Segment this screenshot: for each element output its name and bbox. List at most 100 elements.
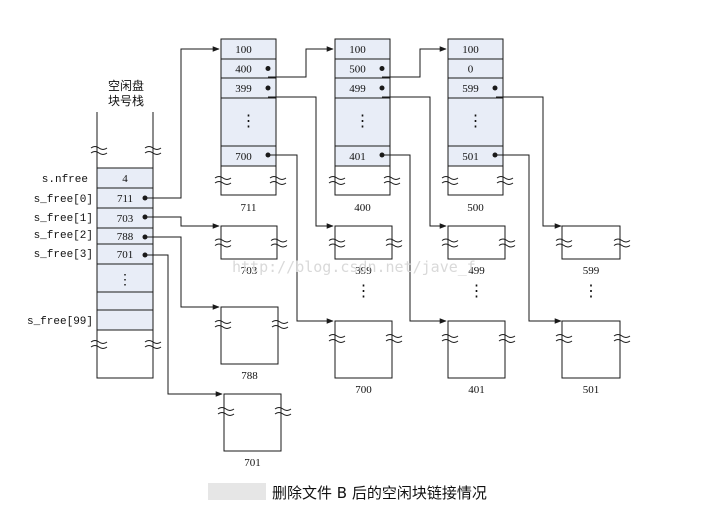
break-mark: [328, 238, 346, 248]
free-block-box: [220, 225, 278, 260]
stack-value-nfree: 4: [122, 173, 128, 185]
index-block-bottom: [334, 166, 391, 196]
entry-pointer-dot: [265, 66, 271, 71]
free-block-box: [334, 225, 393, 260]
connectors: [145, 46, 562, 397]
free-block-label: 700: [355, 384, 372, 396]
break-mark: [441, 334, 459, 343]
free-block-box: [561, 225, 621, 260]
break-mark: [328, 176, 346, 185]
break-mark: [270, 238, 288, 248]
chain-continuation-dots: ⋮: [356, 283, 372, 300]
free-block: 499⋮: [441, 225, 516, 300]
stack-top-break: [90, 146, 162, 155]
index-cell-value: 399: [235, 83, 252, 95]
index-block-bottom: [447, 166, 504, 196]
stack-title-line1: 空闲盘: [108, 78, 144, 93]
index-block-label: 711: [240, 202, 256, 214]
index-cell-value: 0: [468, 64, 474, 76]
index-cell-value: ⋮: [241, 113, 257, 130]
break-mark: [613, 334, 631, 343]
free-block: 703: [214, 225, 288, 277]
free-block: 501: [555, 320, 631, 396]
arrow-703: [145, 216, 220, 229]
free-block-label: 401: [468, 384, 485, 396]
free-block-stack: 空闲盘 块号栈 s.nfree s_free[0] s_free[1] s_fr…: [27, 78, 162, 379]
break-mark: [441, 238, 459, 248]
stack-top-outline: [96, 112, 154, 168]
break-mark: [383, 176, 401, 185]
free-block: 788: [214, 306, 289, 382]
free-block-label: 701: [244, 457, 261, 469]
index-cell-value: 501: [462, 151, 479, 163]
break-mark: [214, 176, 232, 185]
stack-value-free2: 788: [117, 231, 134, 243]
free-block-label: 788: [241, 370, 258, 382]
chain-continuation-dots: ⋮: [583, 283, 599, 300]
free-block-box: [223, 393, 282, 452]
free-block-label: 599: [583, 265, 600, 277]
watermark: http://blog.csdn.net/jave_f: [232, 258, 476, 276]
stack-cell-gap: [96, 291, 154, 311]
index-cell-value: 500: [349, 64, 366, 76]
free-data-blocks: 703 788 701 399 ⋮ 499⋮ 599 ⋮ 700 401 501: [214, 225, 631, 469]
index-blocks: 100400399⋮700711100500499⋮4014001000599⋮…: [214, 38, 514, 214]
caption: 删除文件 B 后的空闲块链接情况: [272, 484, 487, 502]
free-block-label: 703: [241, 265, 258, 277]
free-block: 599 ⋮: [555, 225, 631, 300]
stack-cell-dots: [96, 263, 154, 293]
index-cell: [447, 145, 504, 167]
index-cell-value: ⋮: [355, 113, 371, 130]
stack-value-free1: 703: [117, 213, 134, 225]
free-block-box: [220, 306, 279, 365]
entry-pointer-dot: [265, 85, 271, 91]
index-cell-value: 401: [349, 151, 366, 163]
break-mark: [214, 320, 232, 329]
free-block-label: 501: [583, 384, 600, 396]
break-mark: [271, 320, 289, 329]
free-block-box: [561, 320, 621, 379]
arrow-700: [268, 154, 334, 324]
break-mark: [498, 238, 516, 248]
arrow-400: [268, 46, 334, 78]
break-mark: [613, 238, 631, 248]
break-mark: [328, 334, 346, 343]
break-mark: [555, 238, 573, 248]
free-block: 401: [441, 320, 516, 396]
stack-label-free0: s_free[0]: [34, 194, 93, 206]
arrow-711: [145, 46, 220, 199]
arrow-401: [382, 154, 447, 324]
index-block-label: 500: [467, 202, 484, 214]
free-block-box: [447, 320, 506, 379]
break-mark: [498, 334, 516, 343]
free-block: 700: [328, 320, 403, 396]
break-mark: [385, 334, 403, 343]
index-cell-value: 100: [235, 44, 252, 56]
arrow-501: [496, 154, 562, 324]
free-block-label: 399: [355, 265, 372, 277]
free-block: 701: [217, 393, 292, 469]
index-block-bottom: [220, 166, 277, 196]
arrow-399: [268, 96, 334, 229]
stack-bottom-break: [90, 340, 162, 349]
break-mark: [217, 407, 235, 416]
index-cell-value: 700: [235, 151, 252, 163]
break-mark: [385, 238, 403, 248]
index-cell-value: ⋮: [468, 113, 484, 130]
stack-label-free1: s_free[1]: [34, 213, 93, 225]
index-cell: [220, 97, 277, 147]
break-mark: [441, 176, 459, 185]
break-mark: [214, 238, 232, 248]
free-block-box: [447, 225, 506, 260]
stack-title-line2: 块号栈: [108, 93, 144, 108]
stack-label-nfree: s.nfree: [42, 174, 88, 186]
entry-pointer-dot: [492, 85, 498, 91]
stack-label-free99: s_free[99]: [27, 316, 93, 328]
index-cell: [334, 97, 391, 147]
index-cell-value: 599: [462, 83, 479, 95]
stack-cell-99: [96, 309, 154, 331]
